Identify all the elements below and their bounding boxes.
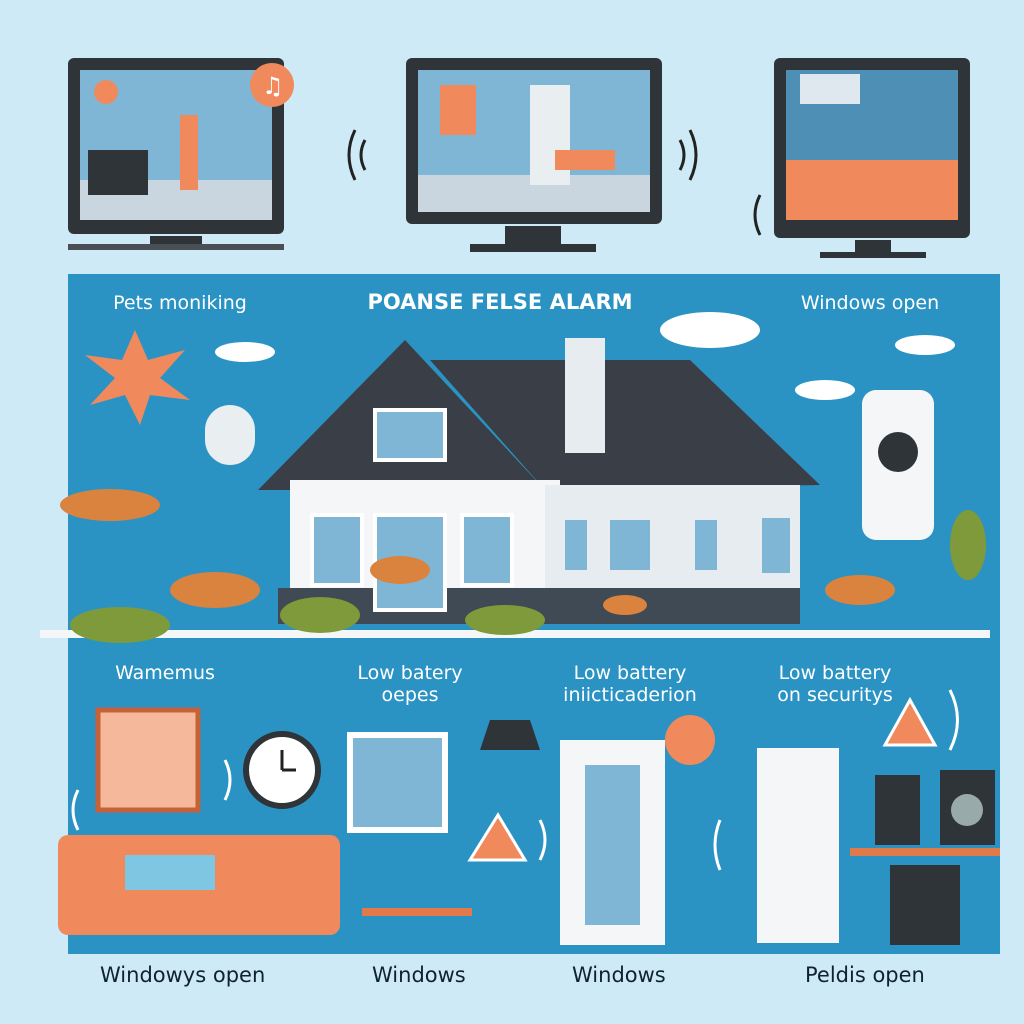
dog-icon — [60, 489, 895, 615]
alert-icon — [665, 715, 715, 765]
middle-label-2: Low batery oepes — [345, 662, 475, 706]
window-icon — [347, 732, 448, 833]
table-icon — [362, 848, 1000, 916]
middle-label-3: Low battery iniicticaderion — [540, 662, 720, 706]
signal-waves-icon — [71, 689, 959, 871]
speaker-icon — [875, 770, 995, 945]
label-line: iniicticaderion — [563, 684, 697, 706]
svg-text:♫: ♫ — [262, 72, 284, 100]
label-line: Low battery — [778, 662, 892, 684]
monitor-icon — [406, 58, 662, 252]
shrub-icon — [70, 510, 986, 643]
monitor-icon — [68, 58, 284, 250]
middle-label-1: Wamemus — [100, 662, 230, 684]
bottom-label-4: Peldis open — [805, 963, 925, 987]
bottom-label-2: Windows — [372, 963, 466, 987]
burst-icon — [85, 330, 190, 425]
bottom-label-1: Windowys open — [100, 963, 266, 987]
lamp-icon — [480, 720, 540, 750]
security-panel-icon — [757, 748, 839, 943]
pets-monitoring-label: Pets moniking — [113, 292, 247, 314]
label-line: Wamemus — [115, 662, 215, 684]
cloud-icon — [215, 312, 955, 400]
label-line: on securitys — [777, 684, 893, 706]
monitor-icon — [774, 58, 970, 258]
label-line: Low batery — [357, 662, 463, 684]
label-line: oepes — [381, 684, 439, 706]
door-icon — [560, 740, 665, 945]
window-icon — [95, 707, 201, 813]
bottom-label-3: Windows — [572, 963, 666, 987]
music-note-icon: ♫ — [250, 63, 294, 107]
clock-icon — [243, 731, 321, 809]
signal-waves-icon — [347, 129, 762, 236]
sensor-icon — [205, 405, 255, 465]
security-sensor-icon — [862, 390, 934, 540]
page-title: POANSE FELSE ALARM — [367, 290, 633, 314]
middle-label-4: Low battery on securitys — [750, 662, 920, 706]
warning-icon — [467, 696, 938, 862]
label-line: Low battery — [573, 662, 687, 684]
windows-open-label: Windows open — [800, 292, 940, 314]
sofa-icon — [58, 835, 340, 935]
